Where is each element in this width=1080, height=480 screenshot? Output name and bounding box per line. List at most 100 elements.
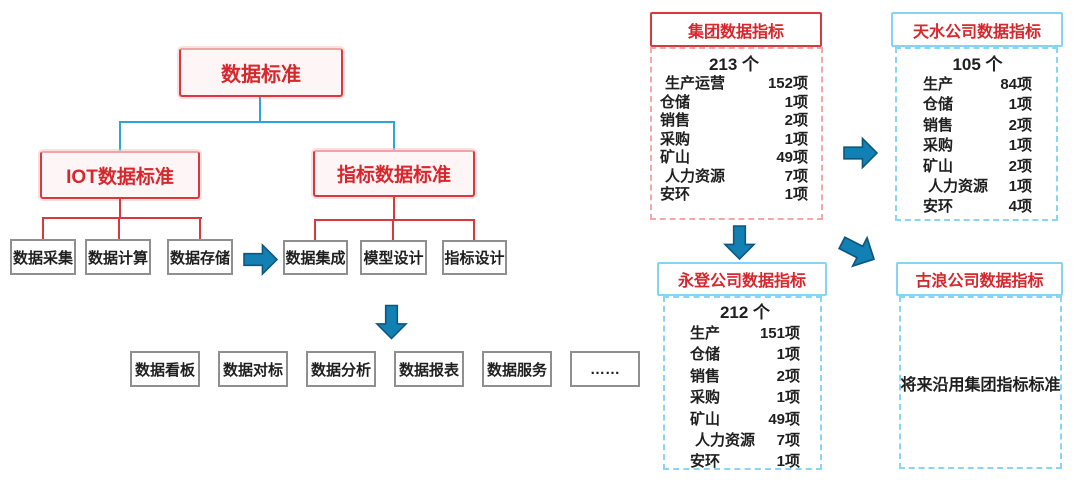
indicator-name: 人力资源	[665, 167, 726, 185]
indicator-name: 人力资源	[695, 432, 756, 450]
connector-line	[42, 217, 202, 219]
indicator-value: 1项	[776, 346, 800, 364]
indicator-value: 2项	[784, 112, 808, 129]
connector-line	[473, 219, 475, 240]
connector-line	[393, 121, 395, 150]
app-data-analysis: 数据分析	[306, 351, 376, 387]
leaf-data-collect: 数据采集	[10, 239, 76, 275]
panel-gulang-note: 将来沿用集团指标标准	[900, 376, 1061, 394]
node-data-standard: 数据标准	[179, 48, 343, 97]
indicator-name: 矿山	[923, 157, 954, 175]
node-indicator-standard: 指标数据标准	[313, 150, 475, 197]
indicator-row: 仓储 1项	[690, 344, 800, 365]
indicator-value: 7项	[776, 432, 800, 450]
app-data-report: 数据报表	[394, 351, 464, 387]
indicator-row: 人力资源 1项	[923, 177, 1032, 197]
indicator-row: 矿山 49项	[660, 149, 808, 168]
panel-group-header: 集团数据指标	[650, 12, 822, 47]
flow-arrow-right-icon	[843, 134, 879, 172]
indicator-value: 1项	[1008, 178, 1032, 196]
indicator-name: 销售	[660, 112, 691, 129]
indicator-value: 49项	[776, 149, 808, 166]
indicator-value: 84项	[1000, 76, 1032, 93]
indicator-count: 105 个	[952, 55, 1003, 74]
indicator-name: 矿山	[690, 410, 721, 428]
indicator-value: 4项	[1008, 198, 1032, 216]
indicator-row: 仓储 1项	[660, 94, 808, 113]
indicator-name: 销售	[923, 116, 954, 134]
connector-line	[314, 219, 474, 221]
indicator-row: 人力资源 7项	[690, 430, 800, 451]
panel-tianshui-header: 天水公司数据指标	[891, 12, 1063, 47]
indicator-value: 1项	[1008, 137, 1032, 155]
panel-yongdeng-header: 永登公司数据指标	[657, 262, 827, 296]
indicator-name: 安环	[690, 453, 721, 471]
indicator-name: 销售	[690, 367, 721, 385]
indicator-value: 152项	[767, 75, 808, 92]
leaf-data-integration: 数据集成	[283, 240, 348, 275]
app-ellipsis: ……	[570, 351, 640, 387]
indicator-row: 安环 1项	[690, 451, 800, 472]
indicator-value: 1项	[784, 93, 808, 111]
indicator-value: 151项	[759, 325, 800, 342]
flow-arrow-down-icon	[722, 225, 757, 261]
node-iot-standard: IOT数据标准	[40, 151, 200, 199]
connector-line	[393, 197, 395, 220]
indicator-count: 213 个	[708, 55, 760, 74]
connector-line	[118, 217, 120, 239]
leaf-indicator-design: 指标设计	[442, 240, 507, 275]
indicator-name: 仓储	[923, 96, 954, 114]
indicator-name: 安环	[923, 198, 954, 216]
indicator-name: 采购	[660, 130, 691, 148]
indicator-value: 2项	[1008, 116, 1032, 134]
indicator-row: 生产运营 152项	[660, 75, 808, 94]
connector-line	[119, 121, 121, 151]
indicator-row: 采购 1项	[660, 131, 808, 150]
indicator-row: 采购 1项	[690, 387, 800, 408]
connector-line	[119, 199, 121, 218]
leaf-data-storage: 数据存储	[167, 239, 233, 275]
connector-line	[199, 217, 201, 239]
indicator-name: 仓储	[690, 346, 721, 364]
indicator-value: 7项	[784, 167, 808, 185]
panel-tianshui-body: 105 个 生产 84项 仓储 1项 销售 2项 采购 1项 矿山 2项 人力资…	[895, 47, 1058, 221]
indicator-name: 生产	[923, 76, 954, 93]
indicator-row: 人力资源 7项	[660, 168, 808, 187]
leaf-model-design: 模型设计	[360, 240, 427, 275]
indicator-row: 矿山 49项	[690, 409, 800, 430]
indicator-row: 仓储 1项	[923, 95, 1032, 115]
panel-group-body: 213 个 生产运营 152项 仓储 1项 销售 2项 采购 1项 矿山 49项…	[650, 47, 823, 220]
panel-yongdeng-body: 212 个 生产 151项 仓储 1项 销售 2项 采购 1项 矿山 49项 人…	[663, 296, 822, 470]
indicator-row: 采购 1项	[923, 136, 1032, 156]
connector-line	[42, 217, 44, 239]
indicator-value: 49项	[768, 410, 800, 428]
app-data-service: 数据服务	[482, 351, 552, 387]
indicator-row: 安环 1项	[660, 186, 808, 205]
indicator-name: 人力资源	[928, 178, 989, 196]
indicator-name: 矿山	[660, 149, 691, 166]
indicator-name: 仓储	[660, 93, 691, 111]
leaf-data-compute: 数据计算	[85, 239, 151, 275]
indicator-value: 1项	[1008, 96, 1032, 114]
indicator-row: 生产 84项	[923, 75, 1032, 95]
connector-line	[314, 219, 316, 240]
indicator-row: 销售 2项	[923, 116, 1032, 136]
indicator-value: 2项	[776, 367, 800, 385]
panel-gulang-header: 古浪公司数据指标	[896, 262, 1063, 296]
indicator-row: 生产 151项	[690, 323, 800, 344]
indicator-name: 采购	[690, 389, 721, 407]
indicator-value: 1项	[784, 130, 808, 148]
indicator-name: 生产	[690, 325, 721, 342]
indicator-name: 采购	[923, 137, 954, 155]
connector-line	[259, 97, 261, 122]
connector-line	[119, 121, 395, 123]
indicator-name: 生产运营	[665, 75, 726, 92]
indicator-count: 212 个	[719, 303, 771, 322]
indicator-value: 2项	[1008, 157, 1032, 175]
flow-arrow-diagonal-icon	[833, 226, 883, 275]
flow-arrow-right-icon	[243, 243, 279, 276]
app-data-dashboard: 数据看板	[130, 351, 200, 387]
panel-gulang-body: 将来沿用集团指标标准	[899, 296, 1062, 469]
indicator-row: 安环 4项	[923, 197, 1032, 217]
